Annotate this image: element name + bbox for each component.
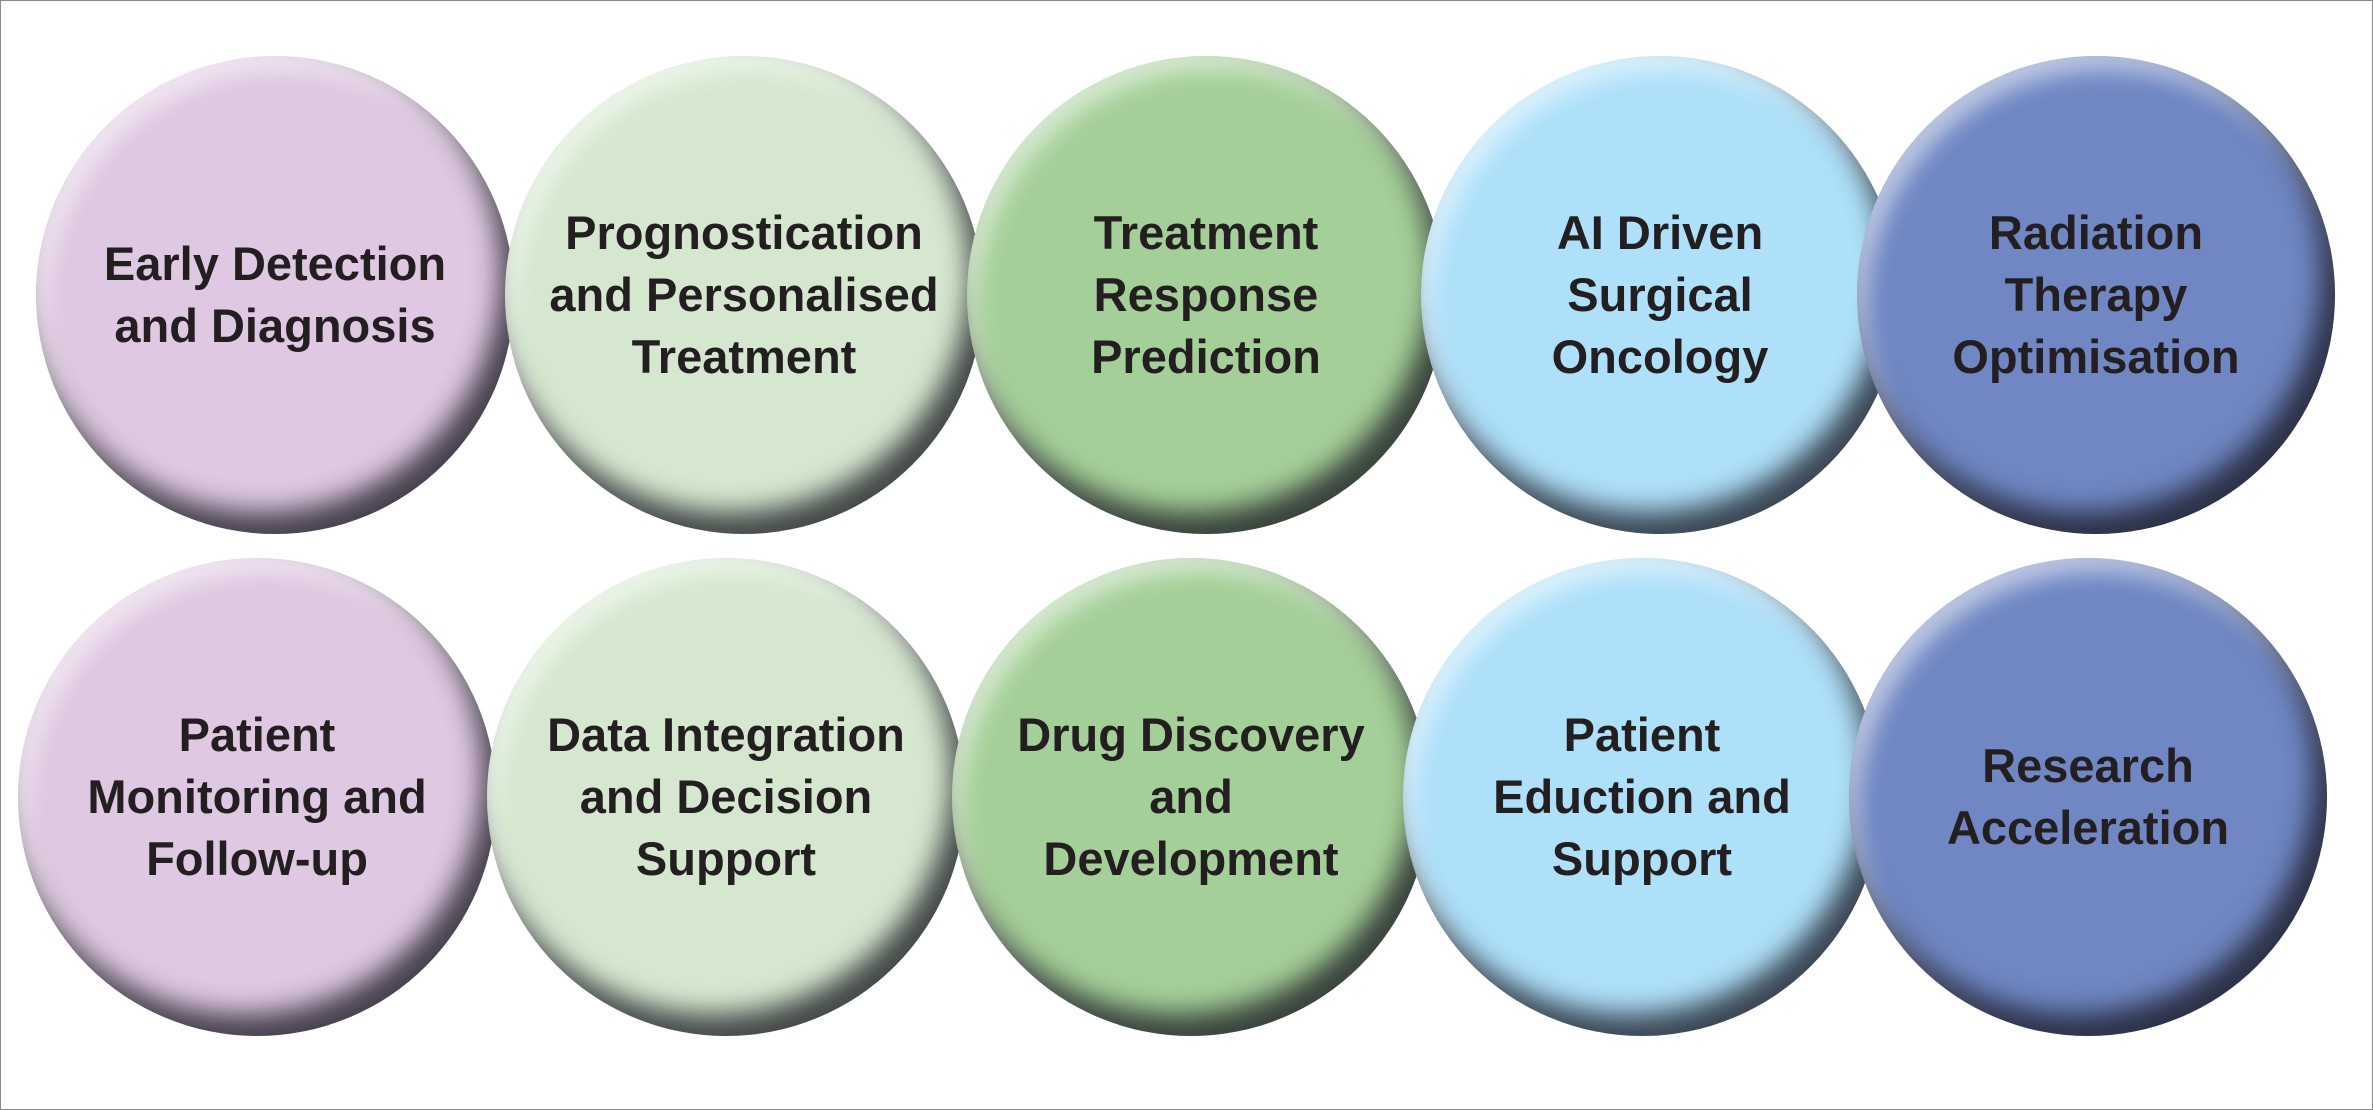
circle-research-acceleration: Research Acceleration <box>1849 558 2327 1036</box>
circle-label: Patient Eduction and Support <box>1493 708 1791 885</box>
circle-patient-monitoring: Patient Monitoring and Follow-up <box>18 558 496 1036</box>
circle-label: Data Integration and Decision Support <box>547 708 905 885</box>
circle-label: Drug Discovery and Development <box>1017 708 1365 885</box>
circle-treatment-response: Treatment Response Prediction <box>967 56 1445 534</box>
circle-surgical-oncology: AI Driven Surgical Oncology <box>1421 56 1899 534</box>
circle-radiation-therapy: Radiation Therapy Optimisation <box>1857 56 2335 534</box>
circle-label: Patient Monitoring and Follow-up <box>87 708 427 885</box>
circle-label: Research Acceleration <box>1946 739 2230 854</box>
circle-label: Radiation Therapy Optimisation <box>1952 206 2240 383</box>
circle-early-detection: Early Detection and Diagnosis <box>36 56 514 534</box>
circle-label: Prognostication and Personalised Treatme… <box>549 206 939 383</box>
circle-label: AI Driven Surgical Oncology <box>1551 206 1769 383</box>
circle-drug-discovery: Drug Discovery and Development <box>952 558 1430 1036</box>
circle-data-integration: Data Integration and Decision Support <box>487 558 965 1036</box>
circle-patient-education: Patient Eduction and Support <box>1403 558 1881 1036</box>
circle-prognostication: Prognostication and Personalised Treatme… <box>505 56 983 534</box>
circle-label: Early Detection and Diagnosis <box>103 237 447 352</box>
circle-label: Treatment Response Prediction <box>1091 206 1321 383</box>
